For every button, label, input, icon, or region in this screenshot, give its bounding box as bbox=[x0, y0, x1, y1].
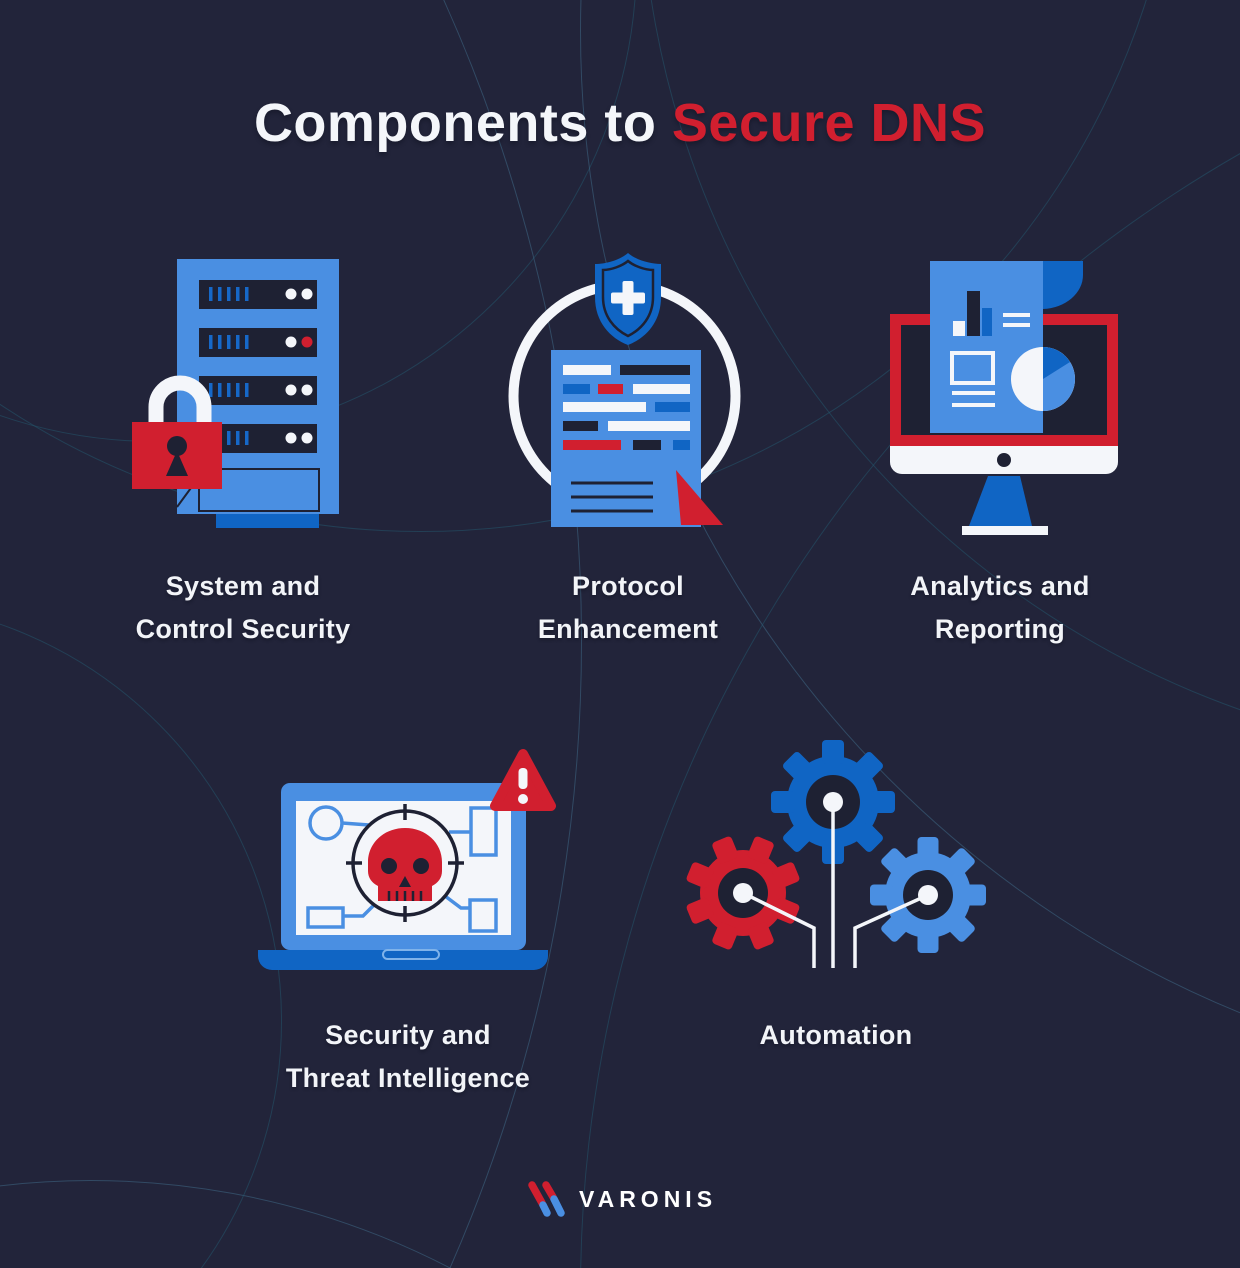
varonis-logomark-icon bbox=[528, 1181, 565, 1217]
title-prefix: Components to bbox=[253, 93, 672, 153]
item-analytics-reporting: Analytics and Reporting bbox=[810, 240, 1190, 651]
item-label: System and Control Security bbox=[135, 571, 351, 644]
title-highlight: Secure DNS bbox=[671, 93, 987, 153]
item-label: Analytics and Reporting bbox=[910, 571, 1090, 644]
item-label: Security and Threat Intelligence bbox=[285, 1020, 531, 1093]
shield-document-icon bbox=[503, 240, 753, 535]
gears-icon bbox=[666, 740, 1006, 978]
varonis-logo: VARONIS bbox=[0, 1178, 1240, 1220]
item-label: Protocol Enhancement bbox=[537, 571, 719, 644]
monitor-report-icon bbox=[870, 240, 1130, 535]
item-protocol-enhancement: Protocol Enhancement bbox=[438, 240, 818, 651]
page-title: Components to Secure DNS bbox=[0, 92, 1240, 154]
varonis-wordmark: VARONIS bbox=[578, 1185, 718, 1212]
item-automation: Automation bbox=[636, 740, 1036, 1057]
item-system-control-security: System and Control Security bbox=[58, 240, 428, 651]
item-security-threat-intelligence: Security and Threat Intelligence bbox=[208, 740, 608, 1100]
server-lock-icon bbox=[128, 240, 358, 535]
item-label: Automation bbox=[759, 1020, 913, 1050]
laptop-threat-icon bbox=[253, 740, 563, 978]
